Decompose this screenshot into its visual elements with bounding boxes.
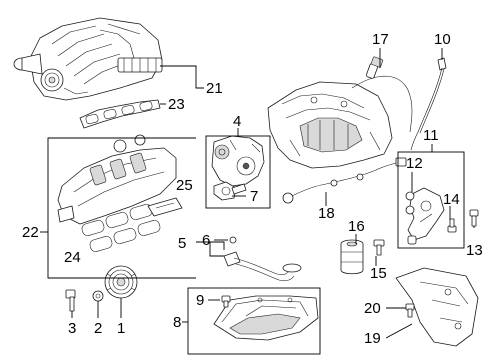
adapter-bolt-13 bbox=[469, 209, 479, 227]
leader-lines bbox=[40, 48, 475, 339]
callout-17: 17 bbox=[372, 31, 389, 48]
callout-20: 20 bbox=[364, 300, 381, 317]
pulley-bolt bbox=[65, 289, 76, 312]
callout-23: 23 bbox=[168, 96, 185, 113]
intake-manifold bbox=[13, 17, 163, 101]
callout-7: 7 bbox=[250, 188, 258, 205]
oil-pickup-tube bbox=[223, 251, 302, 282]
pickup-o-ring bbox=[229, 236, 237, 244]
adapter-bolt-14 bbox=[447, 218, 457, 233]
oil-dipstick bbox=[410, 57, 447, 151]
callout-21: 21 bbox=[206, 80, 223, 97]
filter-stud bbox=[373, 239, 385, 256]
knock-sensor-harness bbox=[282, 157, 407, 204]
callout-3: 3 bbox=[68, 320, 76, 337]
callout-24: 24 bbox=[64, 249, 81, 266]
callout-22: 22 bbox=[22, 224, 39, 241]
callout-15: 15 bbox=[370, 265, 387, 282]
callout-4: 4 bbox=[233, 113, 241, 130]
valve-cover bbox=[57, 134, 177, 225]
gasket-strip bbox=[147, 197, 183, 217]
engine-block bbox=[267, 81, 393, 169]
callout-labels: 1 2 3 4 5 6 7 8 9 10 11 12 13 14 15 16 1… bbox=[22, 31, 483, 347]
oil-pan bbox=[213, 295, 319, 341]
callout-16: 16 bbox=[348, 218, 365, 235]
adapter-plug bbox=[407, 235, 417, 245]
callout-19: 19 bbox=[364, 330, 381, 347]
callout-12: 12 bbox=[406, 155, 423, 172]
bracket-bolt bbox=[405, 303, 415, 318]
callout-8: 8 bbox=[173, 314, 181, 331]
callout-1: 1 bbox=[117, 320, 125, 337]
callout-5: 5 bbox=[178, 235, 186, 252]
pulley-washer bbox=[92, 290, 104, 302]
drain-plug bbox=[221, 295, 231, 308]
callout-13: 13 bbox=[466, 242, 483, 259]
callout-14: 14 bbox=[443, 191, 460, 208]
oil-cooler-fitting bbox=[213, 181, 247, 201]
manifold-gasket-set bbox=[79, 99, 161, 129]
callout-25: 25 bbox=[176, 177, 193, 194]
oil-filter bbox=[340, 239, 364, 275]
group-box-8 bbox=[187, 287, 321, 355]
callout-11: 11 bbox=[423, 127, 439, 144]
callout-18: 18 bbox=[318, 205, 335, 222]
crankshaft-pulley bbox=[104, 265, 138, 299]
callout-10: 10 bbox=[434, 31, 451, 48]
camshaft-sensor bbox=[366, 56, 384, 79]
callout-2: 2 bbox=[94, 320, 102, 337]
oil-pump-housing bbox=[211, 135, 265, 187]
group-box-11 bbox=[397, 151, 465, 249]
oil-filter-adapter bbox=[407, 187, 445, 241]
group-box-22 bbox=[47, 137, 196, 279]
callout-9: 9 bbox=[196, 292, 204, 309]
engine-mount-bracket bbox=[395, 267, 479, 347]
callout-6: 6 bbox=[202, 232, 210, 249]
adapter-o-ring bbox=[405, 191, 415, 215]
